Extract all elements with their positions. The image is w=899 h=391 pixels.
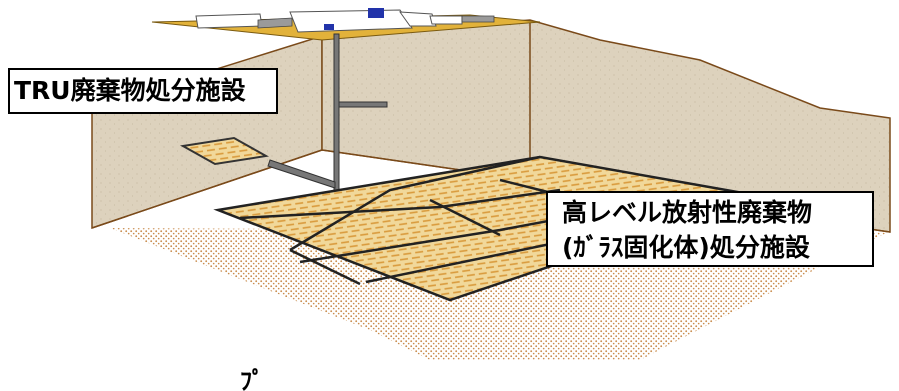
tru-disposal-panel <box>179 136 270 166</box>
hlw-facility-label-line1: 高レベル放射性廃棄物 <box>562 198 813 227</box>
hlw-facility-label-line2: (ｶﾞﾗｽ固化体)処分施設 <box>562 233 810 262</box>
surface-buildings <box>195 8 495 33</box>
tru-facility-label: TRU廃棄物処分施設 <box>8 68 278 114</box>
hlw-facility-label: 高レベル放射性廃棄物 (ｶﾞﾗｽ固化体)処分施設 <box>546 191 874 267</box>
figure-caption: ﾌﾟ <box>240 367 561 391</box>
access-shafts <box>267 33 388 193</box>
